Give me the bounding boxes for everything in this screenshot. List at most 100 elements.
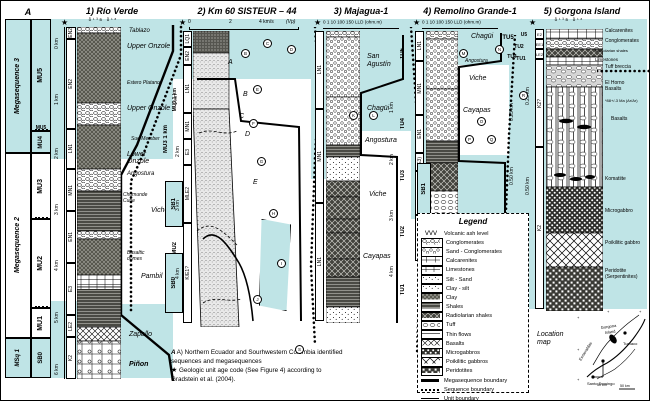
col2-depth-2km: 2 km bbox=[175, 146, 181, 157]
col2-title: 2) Km 60 SISTEUR – 44 bbox=[197, 5, 297, 16]
col4-megaseq-boundary-line bbox=[458, 33, 506, 267]
col1-unit-pinon: Piñon bbox=[129, 361, 149, 368]
silt-sand-icon bbox=[421, 274, 443, 285]
col5-unit-conglomerates: Conglomerates bbox=[605, 38, 639, 44]
sequence-mu3-cell: MU3 bbox=[31, 153, 51, 219]
col4-scale-axis bbox=[422, 28, 498, 29]
legend-item-12: Basalts bbox=[421, 339, 529, 349]
col4-unit-viche: Viche bbox=[469, 75, 487, 82]
sample-circle-15: P bbox=[465, 135, 474, 144]
caption-line-2: sequences and megasequences bbox=[171, 357, 262, 365]
col1-unit-angostura: Angostura bbox=[127, 171, 155, 177]
legend-item-7: Clay bbox=[421, 293, 529, 303]
col1-depth-tick-2: 2 km bbox=[54, 148, 60, 159]
sample-circle-12: M bbox=[459, 49, 468, 58]
svg-text:Island: Island bbox=[604, 329, 615, 335]
col1-depth-tick-0: 0 km bbox=[54, 38, 60, 49]
col1-unit-tablazo: Tablazo bbox=[129, 28, 150, 34]
col1-unit-estero-platano: Estero Platano bbox=[127, 80, 160, 86]
col4-star-icon: ★ bbox=[413, 18, 421, 27]
col1-depth-axis bbox=[53, 27, 65, 379]
caption-line-1: AA) Northern Ecuador and Sourhwestern Co… bbox=[171, 349, 343, 356]
col4-seqtag-tu4: TU4 bbox=[507, 54, 517, 60]
col2-unit-c: C bbox=[239, 113, 245, 120]
clay-silt-icon bbox=[421, 283, 443, 294]
col3-title: 3) Majagua-1 bbox=[333, 5, 389, 16]
sand-conglomerates-icon bbox=[421, 247, 443, 257]
col1-unit-chumunde: Chumunde Cube bbox=[123, 192, 148, 204]
col4-agecode-2: EN1 bbox=[415, 115, 424, 153]
col5-depth-050: 0.50 km bbox=[525, 177, 531, 195]
col1-unit-basaltic-domes: Basaltic domes bbox=[127, 250, 145, 262]
col2-scale-tick-3: (Vp) bbox=[286, 19, 296, 25]
sequence-mu1-cell: MU1 bbox=[31, 308, 51, 338]
col3-unit-san-agustin: San Agustín bbox=[367, 53, 391, 69]
legend-item-3: Calcarenites bbox=[421, 256, 529, 266]
col2-unit-e: E bbox=[253, 179, 258, 186]
legend-item-17: Sequence boundary bbox=[421, 385, 529, 394]
sequence-boundary-icon bbox=[421, 386, 441, 394]
col5-star-icon: ★ bbox=[529, 18, 537, 27]
col5-unit-tuff-breccia: Tuff breccia bbox=[605, 64, 631, 70]
conglomerates-icon bbox=[421, 238, 443, 248]
megasequence-1-cell: MSq 1 bbox=[5, 338, 31, 378]
col1-agecode-1: EN2 bbox=[66, 39, 76, 129]
sequence-mu2-label: MU2 bbox=[37, 256, 45, 271]
legend-item-15: Peridotites bbox=[421, 366, 529, 377]
col3-lithology-strip bbox=[326, 31, 360, 323]
megasequence-boundary-icon bbox=[421, 377, 441, 385]
col1-depth-tick-3: 3 km bbox=[54, 204, 60, 215]
col3-unit-angostura: Angostura bbox=[365, 137, 397, 144]
location-map-panel: Location map Gorgona Island Tumaco Esmer… bbox=[529, 301, 647, 397]
col1-depth-tick-1: 1 km bbox=[54, 94, 60, 105]
caption-panel-tag: A bbox=[171, 349, 176, 356]
col5-title: 5) Gorgona Island bbox=[543, 5, 621, 16]
legend-item-10: Tuff bbox=[421, 320, 529, 331]
svg-text:Esmeraldas: Esmeraldas bbox=[578, 341, 593, 362]
calcarenites-icon bbox=[421, 256, 443, 266]
col1-lithology-lower bbox=[77, 289, 121, 379]
col1-agecode-2: LN1 bbox=[66, 129, 76, 169]
basalts-icon bbox=[421, 339, 443, 349]
svg-text:+: + bbox=[577, 315, 580, 320]
sample-circle-3: D bbox=[287, 45, 296, 54]
location-map-title: Location map bbox=[537, 331, 564, 347]
col5-agecode-0: E2 bbox=[535, 29, 544, 39]
col3-scale-label: 0 1 10 100 150 LLD (ohm.m) bbox=[323, 20, 382, 26]
col5-unit-el-horno-basalts: El Horno Basalts bbox=[605, 80, 625, 92]
col1-white-interior bbox=[121, 159, 173, 304]
sequence-mu2-cell: MU2 bbox=[31, 219, 51, 308]
megasequence-2-cell: Megasequence 2 bbox=[5, 153, 31, 338]
svg-text:50 km: 50 km bbox=[620, 384, 630, 388]
col5-seqtag-tu2: TU2 bbox=[514, 44, 524, 50]
col1-unit-zapallo: Zapallo bbox=[129, 331, 152, 338]
sample-circle-5: F bbox=[249, 119, 258, 128]
sample-circle-14: O bbox=[477, 117, 486, 126]
microgabbros-icon bbox=[421, 348, 443, 358]
sample-circle-13: N bbox=[495, 45, 504, 54]
legend-item-8: Shales bbox=[421, 302, 529, 312]
col1-megasequence-boundary bbox=[121, 25, 175, 381]
peridotites-icon bbox=[421, 366, 443, 377]
col1-agecode-6: LE2 bbox=[66, 315, 76, 337]
col2-agecode-5: MLE2 bbox=[183, 165, 192, 223]
col2-depth-4km: 4 km bbox=[175, 268, 181, 279]
col2-scale-tick-1: 2 bbox=[229, 19, 232, 25]
col1-sequence-boundary-dots bbox=[129, 25, 183, 313]
clay-icon bbox=[421, 293, 443, 303]
col5-unit-komatiite: Komatiite bbox=[605, 176, 626, 182]
col2-mu1-tag: MU3 1 km bbox=[163, 124, 169, 153]
volcanic-ash-icon: ᐯᐯᐯ bbox=[424, 231, 438, 238]
panel-label: A bbox=[24, 7, 32, 17]
col2-agecode-1: EN2 bbox=[183, 47, 192, 65]
col3-agecode-2: LN1 bbox=[315, 203, 324, 321]
sequence-boundary-mark-b bbox=[35, 217, 48, 219]
sample-circle-17: R bbox=[519, 91, 528, 100]
col1-unit-upper-onzole-2: Upper Onzole bbox=[127, 105, 171, 112]
col4-agecode-1: MN1 bbox=[415, 61, 424, 115]
sequence-boundary-mark-c bbox=[35, 306, 48, 308]
col2-unit-d: D bbox=[245, 131, 251, 138]
sample-circle-6: G bbox=[257, 157, 266, 166]
sequence-boundary-mark-a bbox=[35, 129, 48, 131]
